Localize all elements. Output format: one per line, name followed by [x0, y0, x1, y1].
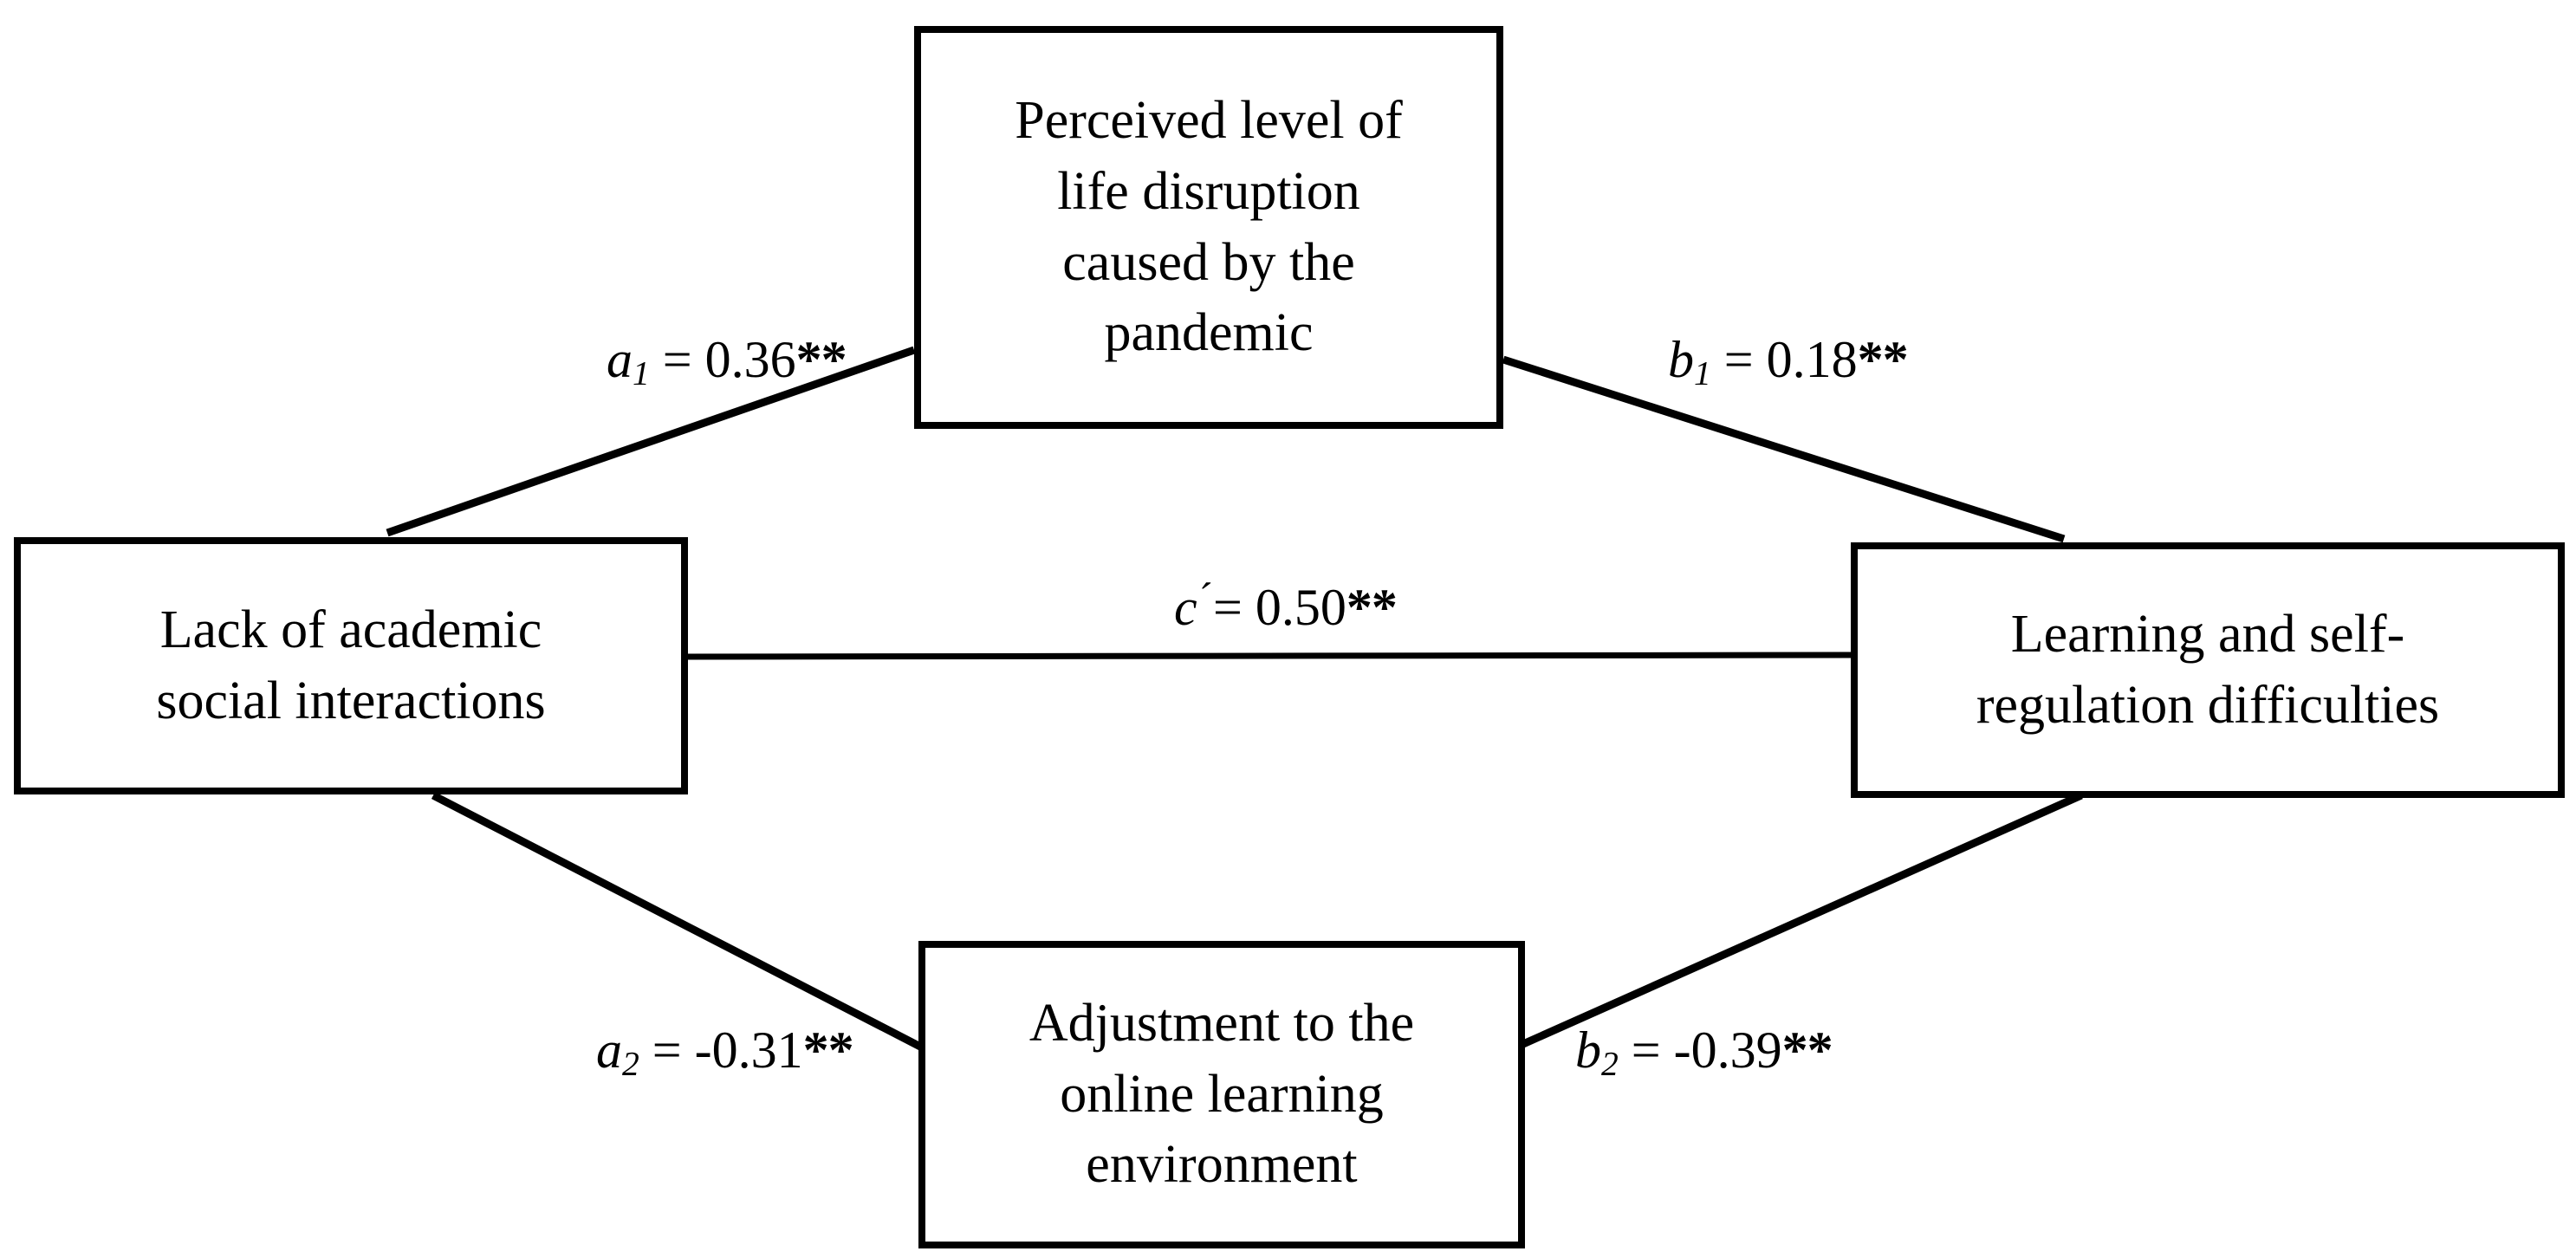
path-label-a1: a1 = 0.36** [607, 334, 847, 391]
path-c-prime-significance: ** [1346, 578, 1398, 636]
path-label-b1: b1 = 0.18** [1668, 331, 1909, 392]
path-b1-equals: = [1710, 331, 1767, 388]
node-mediator-1-label: Perceived level of life disruption cause… [1015, 90, 1403, 363]
path-label-a2: a2 = -0.31** [596, 1021, 854, 1083]
path-b1-value: 0.18 [1766, 331, 1858, 388]
node-predictor-label: Lack of academic social interactions [156, 600, 546, 730]
path-a1-symbol: a [607, 331, 633, 388]
path-b1-symbol: b [1668, 331, 1694, 388]
edge-a2 [431, 792, 925, 1051]
edge-b2 [1514, 791, 2083, 1052]
node-outcome-label: Learning and self- regulation difficulti… [1976, 604, 2440, 735]
path-a2-equals: = [639, 1021, 695, 1079]
path-a1-subscript: 1 [633, 353, 650, 392]
path-b2-significance: ** [1781, 1021, 1833, 1079]
path-b2-equals: = [1618, 1021, 1674, 1079]
path-a2-significance: ** [802, 1021, 854, 1079]
edge-a1 [386, 346, 916, 537]
path-c-prime-mark: ´ [1198, 574, 1214, 621]
node-predictor-box[interactable]: Lack of academic social interactions [14, 537, 688, 794]
path-b2-subscript: 2 [1601, 1044, 1619, 1083]
edge-b1 [1502, 355, 2066, 543]
path-a1-value: 0.36 [704, 331, 796, 388]
path-a1-equals: = [649, 331, 705, 388]
path-a2-symbol: a [596, 1021, 622, 1079]
path-c-prime-symbol: c [1174, 578, 1197, 636]
path-b2-value: -0.39 [1673, 1021, 1782, 1079]
path-b1-subscript: 1 [1694, 353, 1711, 392]
edge-c-prime [686, 652, 1852, 660]
node-mediator-2-label: Adjustment to the online learning enviro… [1028, 993, 1415, 1195]
node-mediator-2-box[interactable]: Adjustment to the online learning enviro… [918, 941, 1525, 1248]
path-label-b2: b2 = -0.39** [1575, 1024, 1833, 1081]
path-a2-value: -0.31 [694, 1021, 803, 1079]
path-c-prime-value: 0.50 [1255, 578, 1346, 636]
path-a2-subscript: 2 [622, 1044, 639, 1083]
path-b1-significance: ** [1857, 331, 1909, 388]
node-outcome-box[interactable]: Learning and self- regulation difficulti… [1851, 542, 2565, 798]
node-mediator-1-box[interactable]: Perceived level of life disruption cause… [914, 26, 1503, 429]
path-c-prime-equals: = [1213, 578, 1256, 636]
path-label-c-prime: c´= 0.50** [1174, 574, 1398, 636]
path-b2-symbol: b [1575, 1021, 1601, 1079]
path-a1-significance: ** [795, 331, 847, 388]
